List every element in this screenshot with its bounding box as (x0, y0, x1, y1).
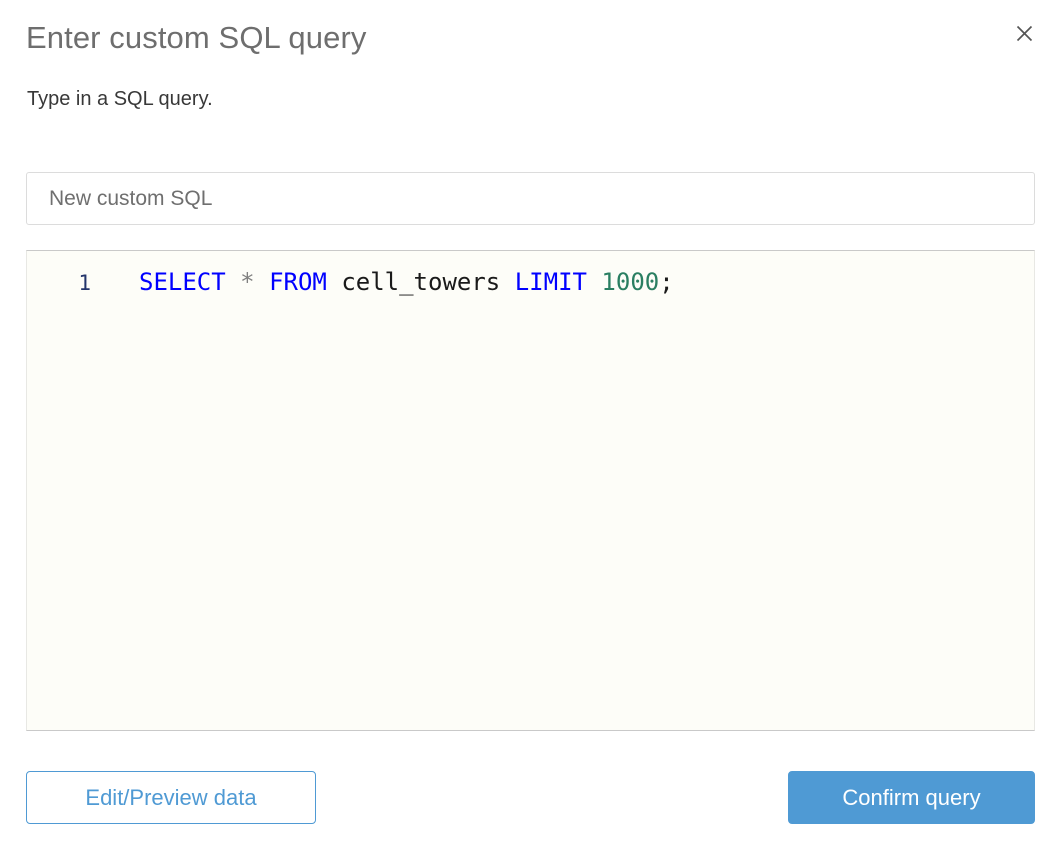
dialog-title: Enter custom SQL query (26, 20, 367, 55)
code-token-keyword: SELECT (139, 268, 226, 296)
code-token-plain (587, 268, 601, 296)
code-tokens: SELECT * FROM cell_towers LIMIT 1000; (91, 265, 674, 299)
code-token-plain (500, 268, 514, 296)
code-token-number: 1000 (601, 268, 660, 296)
code-token-operator: * (240, 268, 255, 296)
sql-name-input[interactable] (26, 172, 1035, 225)
code-token-keyword: FROM (269, 268, 327, 296)
close-icon[interactable] (1009, 18, 1039, 48)
code-token-plain (255, 268, 269, 296)
sql-code-editor[interactable]: 1 SELECT * FROM cell_towers LIMIT 1000; (26, 250, 1035, 731)
edit-preview-data-button[interactable]: Edit/Preview data (26, 771, 316, 824)
code-token-plain (226, 268, 240, 296)
dialog-subtitle: Type in a SQL query. (27, 88, 213, 110)
code-token-punctuation: ; (659, 268, 674, 296)
line-number: 1 (78, 271, 91, 295)
code-token-identifier: cell_towers (341, 268, 501, 296)
code-token-keyword: LIMIT (514, 268, 587, 296)
code-line: 1 SELECT * FROM cell_towers LIMIT 1000; (27, 265, 1034, 299)
code-token-plain (327, 268, 341, 296)
confirm-query-button[interactable]: Confirm query (788, 771, 1035, 824)
